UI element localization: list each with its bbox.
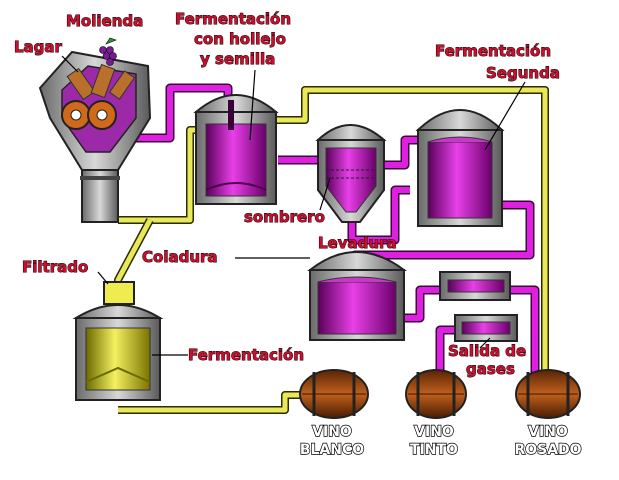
second-fermentation-tank	[415, 109, 505, 227]
label-coladura: Coladura	[142, 248, 218, 266]
label-vino-tinto-line2: TINTO	[410, 442, 458, 458]
label-levadura: Levadura	[318, 234, 397, 252]
label-filtrado: Filtrado	[22, 258, 88, 276]
label-vino-blanco-line1: VINO	[312, 424, 352, 440]
barrel-rose-wine	[515, 369, 581, 419]
label-fermentacion-segunda-line1: Fermentación	[435, 42, 551, 60]
label-salida-gases-line1: Salida de	[448, 342, 526, 360]
crusher-roller-right	[87, 100, 117, 130]
label-fermentacion: Fermentación	[188, 346, 304, 364]
label-fermentacion-segunda-line2: Segunda	[486, 64, 560, 82]
grape-icon	[99, 37, 117, 66]
label-vino-rosado-line1: VINO	[528, 424, 568, 440]
white-fermentation-tank	[72, 304, 164, 401]
gas-outlet-tube-upper	[439, 271, 511, 301]
wine-labels: VINO BLANCO VINO TINTO VINO ROSADO	[299, 423, 582, 458]
yeast-tank	[307, 251, 408, 341]
diagram-labels: Molienda Lagar Fermentación con hollejo …	[14, 10, 561, 379]
cone-tank-cap	[315, 124, 387, 223]
crusher-roller-left	[61, 100, 91, 130]
label-fermentacion-hollejo-line1: Fermentación	[175, 10, 291, 28]
label-fermentacion-hollejo-line2: con hollejo	[194, 30, 286, 48]
white-wine-pipes	[114, 86, 549, 414]
label-sombrero: sombrero	[244, 208, 325, 226]
fermentation-tank-skins	[193, 94, 279, 205]
label-vino-rosado-line2: ROSADO	[514, 442, 581, 458]
label-fermentacion-hollejo-line3: y semilla	[200, 50, 275, 68]
label-salida-gases-line2: gases	[466, 360, 515, 378]
label-vino-tinto-line1: VINO	[414, 424, 454, 440]
barrel-red-wine	[405, 369, 467, 419]
leader-lines	[61, 55, 526, 356]
barrel-white-wine	[299, 369, 369, 419]
label-lagar: Lagar	[14, 38, 63, 56]
crusher-hopper	[38, 50, 152, 223]
gas-outlet-tube-lower	[454, 314, 518, 342]
label-vino-blanco-line2: BLANCO	[300, 442, 364, 458]
red-wine-pipes	[125, 83, 540, 375]
filter-unit	[103, 281, 135, 305]
label-molienda: Molienda	[66, 12, 143, 30]
